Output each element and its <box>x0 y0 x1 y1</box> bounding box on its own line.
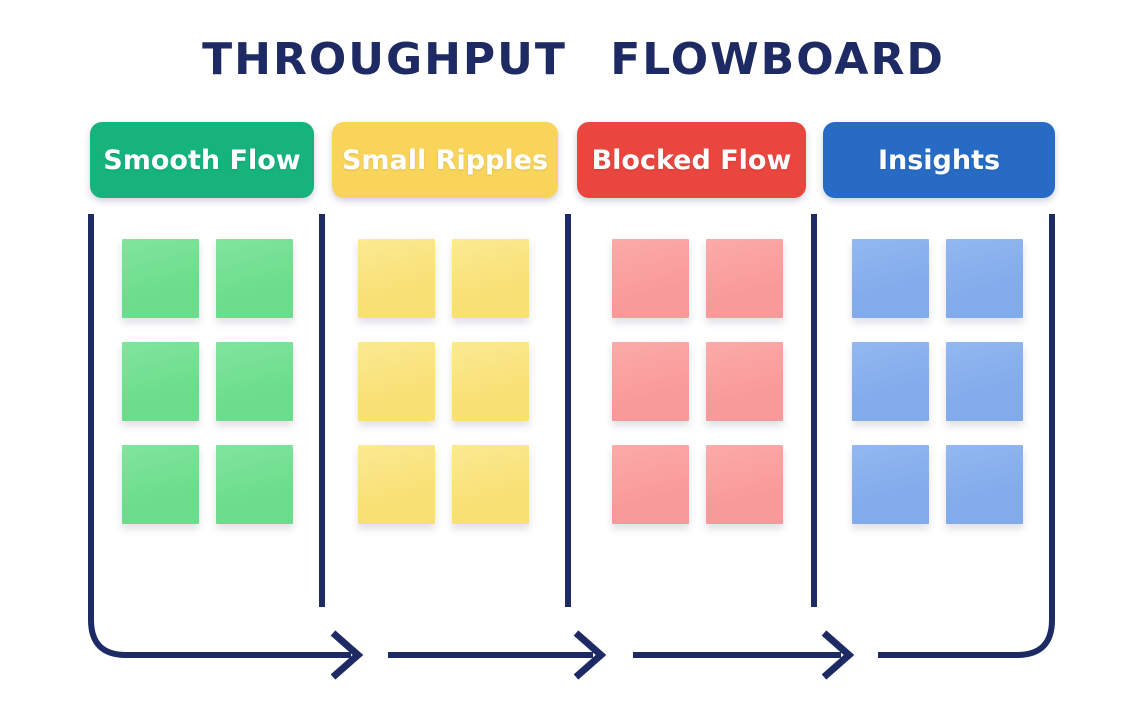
insights-note[interactable] <box>946 445 1023 524</box>
blocked-flow-note[interactable] <box>706 342 783 421</box>
column-header-label: Smooth Flow <box>103 144 301 176</box>
column-header-label: Blocked Flow <box>591 144 792 176</box>
smooth-flow-note[interactable] <box>216 342 293 421</box>
blocked-flow-note[interactable] <box>612 342 689 421</box>
smooth-flow-note[interactable] <box>122 342 199 421</box>
small-ripples-note[interactable] <box>452 445 529 524</box>
small-ripples-note[interactable] <box>358 239 435 318</box>
insights-note[interactable] <box>852 239 929 318</box>
small-ripples-note[interactable] <box>452 342 529 421</box>
blocked-flow-note[interactable] <box>612 239 689 318</box>
column-header-insights[interactable]: Insights <box>823 122 1055 198</box>
smooth-flow-note[interactable] <box>216 445 293 524</box>
notes-grid-blocked-flow <box>612 239 783 524</box>
column-header-label: Insights <box>877 144 1001 176</box>
small-ripples-note[interactable] <box>358 342 435 421</box>
notes-grid-small-ripples <box>358 239 529 524</box>
insights-note[interactable] <box>852 445 929 524</box>
flow-arrowhead <box>821 630 855 680</box>
blocked-flow-note[interactable] <box>612 445 689 524</box>
column-header-smooth-flow[interactable]: Smooth Flow <box>90 122 314 198</box>
insights-note[interactable] <box>946 342 1023 421</box>
blocked-flow-note[interactable] <box>706 445 783 524</box>
small-ripples-note[interactable] <box>452 239 529 318</box>
small-ripples-note[interactable] <box>358 445 435 524</box>
smooth-flow-note[interactable] <box>216 239 293 318</box>
page-title: THROUGHPUT FLOWBOARD <box>202 34 945 85</box>
notes-grid-smooth-flow <box>122 239 293 524</box>
flow-arrowhead <box>330 630 364 680</box>
column-header-label: Small Ripples <box>341 144 549 176</box>
insights-note[interactable] <box>852 342 929 421</box>
smooth-flow-note[interactable] <box>122 239 199 318</box>
column-header-small-ripples[interactable]: Small Ripples <box>332 122 558 198</box>
flow-arrowhead <box>573 630 607 680</box>
insights-note[interactable] <box>946 239 1023 318</box>
column-header-blocked-flow[interactable]: Blocked Flow <box>577 122 806 198</box>
smooth-flow-note[interactable] <box>122 445 199 524</box>
notes-grid-insights <box>852 239 1023 524</box>
blocked-flow-note[interactable] <box>706 239 783 318</box>
